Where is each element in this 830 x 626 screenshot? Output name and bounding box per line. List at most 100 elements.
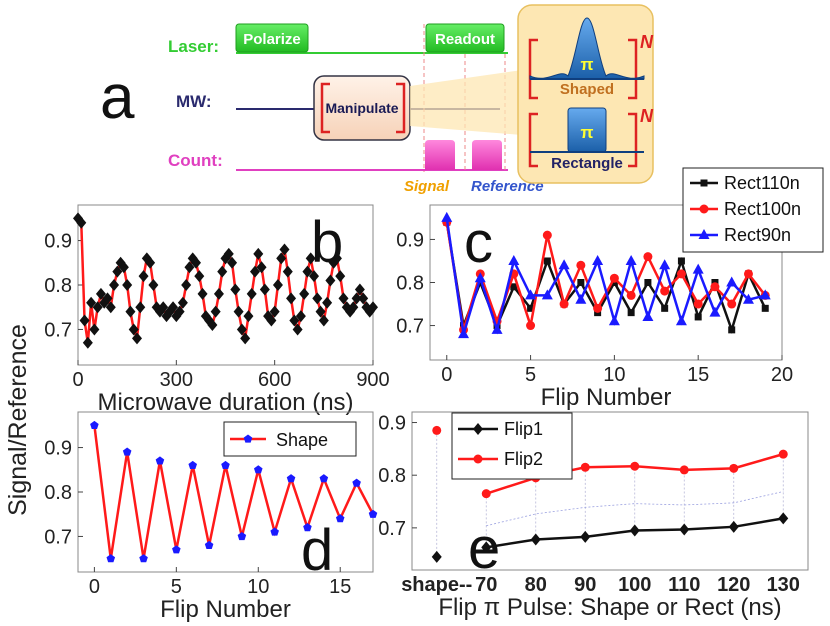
data-point	[335, 270, 346, 283]
legend-d: Shape	[223, 421, 357, 457]
data-point	[481, 489, 491, 499]
data-point	[352, 478, 361, 487]
data-point	[679, 465, 689, 475]
data-point	[299, 287, 310, 300]
data-point	[759, 289, 771, 300]
ytick-label: 0.8	[44, 275, 72, 297]
xtick-label: 900	[356, 369, 389, 391]
xtick-label: 0	[441, 364, 452, 386]
data-point	[694, 313, 702, 321]
data-point	[625, 254, 637, 265]
data-point	[256, 261, 267, 274]
data-point	[122, 447, 132, 456]
xtick-label: 0	[72, 369, 83, 391]
data-point	[132, 332, 142, 345]
data-point	[659, 259, 671, 270]
laser-label: Laser:	[168, 37, 219, 56]
signal-label: Signal	[404, 178, 450, 195]
shaped-brackets	[528, 38, 638, 100]
data-point	[726, 276, 738, 287]
data-point	[109, 279, 120, 291]
data-point	[125, 305, 136, 318]
data-point	[580, 462, 590, 472]
data-point	[303, 523, 312, 532]
ytick-label: 0.7	[396, 316, 424, 338]
readout-label: Readout	[435, 31, 495, 48]
data-point	[351, 292, 362, 305]
ytick-label: 0.7	[378, 518, 406, 540]
shaped-pi: π	[580, 55, 593, 74]
data-point	[135, 301, 146, 314]
ytick-label: 0.9	[396, 229, 424, 251]
data-point	[76, 216, 87, 229]
schematic-panel: a Laser: Polarize Readout MW: Manipulate…	[100, 4, 654, 195]
xlabel-e: Flip π Pulse: Shape or Rect (ns)	[438, 594, 781, 621]
ytick-label: 0.9	[44, 438, 72, 460]
legend-marker	[243, 434, 253, 443]
data-point	[630, 461, 640, 471]
data-point	[368, 301, 378, 314]
xtick-label: 10	[603, 364, 625, 386]
data-point	[609, 273, 619, 283]
xlabel-c: Flip Number	[541, 384, 672, 411]
legend-marker	[473, 454, 483, 464]
data-point	[319, 474, 329, 483]
data-point	[629, 524, 640, 537]
data-point	[541, 289, 553, 300]
data-point	[102, 292, 113, 305]
data-point	[95, 287, 106, 300]
data-point	[181, 279, 192, 291]
data-point	[676, 269, 686, 279]
data-point	[358, 292, 369, 305]
data-point	[217, 265, 228, 278]
data-point	[220, 252, 231, 265]
legend-marker	[698, 229, 710, 239]
data-point	[542, 230, 552, 240]
data-point	[188, 460, 198, 469]
data-point	[272, 279, 283, 291]
data-point	[481, 541, 492, 554]
data-point	[431, 550, 442, 563]
plot-frame-e	[411, 411, 809, 571]
data-point	[510, 283, 518, 291]
legend-label: Flip2	[504, 449, 543, 469]
legend-label: Rect110n	[724, 173, 800, 193]
data-point	[530, 533, 541, 546]
xtick-label: 10	[247, 576, 269, 598]
legend-marker	[700, 179, 708, 187]
legend-label: Rect90n	[724, 225, 791, 245]
reference-count-pulse	[472, 140, 502, 170]
data-point	[315, 305, 326, 318]
xlabel-d: Flip Number	[160, 596, 291, 623]
ytick-label: 0.8	[378, 465, 406, 487]
xtick-label: 0	[89, 576, 100, 598]
data-point	[295, 310, 306, 323]
data-point	[558, 259, 570, 270]
manipulate-label: Manipulate	[325, 100, 398, 116]
data-point	[118, 261, 129, 274]
data-point	[210, 305, 221, 318]
data-point	[177, 296, 188, 309]
data-point	[309, 270, 319, 283]
data-point	[474, 272, 486, 283]
data-point	[191, 256, 201, 269]
data-point	[112, 265, 123, 278]
data-point	[184, 261, 195, 274]
data-point	[778, 512, 789, 525]
data-point	[155, 456, 165, 465]
data-point	[335, 514, 345, 523]
data-point	[286, 474, 296, 483]
data-point	[312, 292, 323, 305]
data-point	[259, 283, 270, 296]
data-point	[525, 289, 537, 300]
data-point	[227, 256, 238, 269]
data-point	[693, 299, 703, 309]
data-point	[138, 270, 149, 283]
inset-panel	[517, 4, 654, 184]
series-line-Rect90n	[445, 217, 766, 335]
xtick-label: shape--	[401, 574, 472, 596]
